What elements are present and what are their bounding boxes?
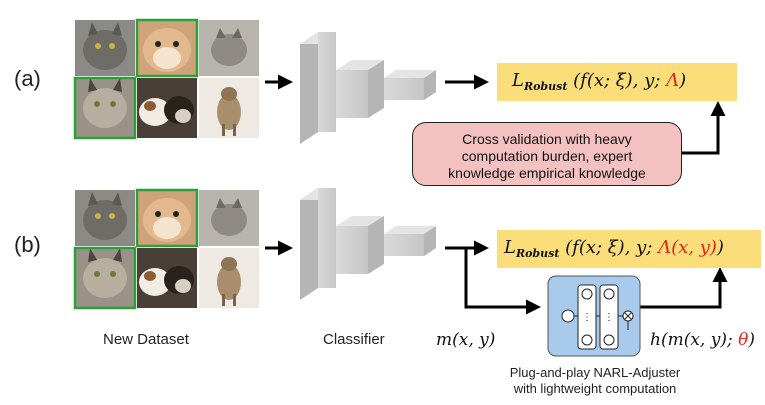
note-line-2: computation burden, expert (461, 148, 633, 164)
arrow-note-to-loss-a (682, 101, 726, 155)
adjuster-caption: Plug-and-play NARL-Adjuster with lightwe… (490, 365, 700, 397)
arrows (265, 74, 728, 315)
classifier-caption: Classifier (323, 331, 385, 348)
classifier-network-b (300, 188, 436, 300)
dataset-grid-a (73, 18, 259, 140)
loss-expression-a: LRobust (f(x; ξ), y; Λ) (512, 70, 687, 93)
lynx-photo-b (73, 246, 137, 310)
cat-photo-b (75, 190, 135, 246)
note-line-1: Cross validation with heavy (462, 131, 632, 147)
dataset-grid-b (73, 188, 259, 310)
loss-box-a (497, 63, 737, 101)
panel-label-b: (b) (14, 232, 41, 257)
panel-label-a: (a) (14, 66, 41, 91)
hamster-photo-b (135, 188, 199, 248)
input-node (561, 309, 575, 323)
cat-photo-a (75, 20, 135, 76)
guinea-pig-photo-b (137, 248, 197, 308)
adjuster-caption-line-2: with lightweight computation (513, 381, 677, 396)
loss-expression-b: LRobust (f(x; ξ), y; Λ(x, y)) (504, 237, 724, 260)
hidden-layer-2 (599, 284, 619, 350)
arrow-adjuster-to-loss-b (640, 267, 728, 309)
lynx-photo-a (73, 76, 137, 140)
hamster-photo-a (135, 18, 199, 78)
dataset-caption: New Dataset (103, 331, 189, 348)
wolf-photo-a (199, 20, 259, 76)
classifier-network-a (300, 32, 436, 144)
guinea-pig-photo-a (137, 78, 197, 138)
note-line-3: knowledge empirical knowledge (448, 165, 646, 181)
svg-text:⋮: ⋮ (582, 312, 592, 323)
adjuster-output-label: h(m(x, y); θ) (650, 330, 755, 350)
coyote-photo-a (199, 78, 259, 138)
hidden-layer-1 (577, 284, 597, 350)
svg-text:⋮: ⋮ (604, 312, 614, 323)
narl-adjuster-box: ⋮ ⋮ (547, 275, 641, 357)
coyote-photo-b (199, 248, 259, 308)
arrow-meta-to-adjuster (464, 248, 541, 315)
cross-validation-note: Cross validation with heavy computation … (412, 122, 682, 186)
meta-input-label: m(x, y) (436, 330, 496, 350)
adjuster-caption-line-1: Plug-and-play NARL-Adjuster (509, 365, 681, 380)
wolf-photo-b (199, 190, 259, 246)
loss-box-b (497, 230, 761, 268)
